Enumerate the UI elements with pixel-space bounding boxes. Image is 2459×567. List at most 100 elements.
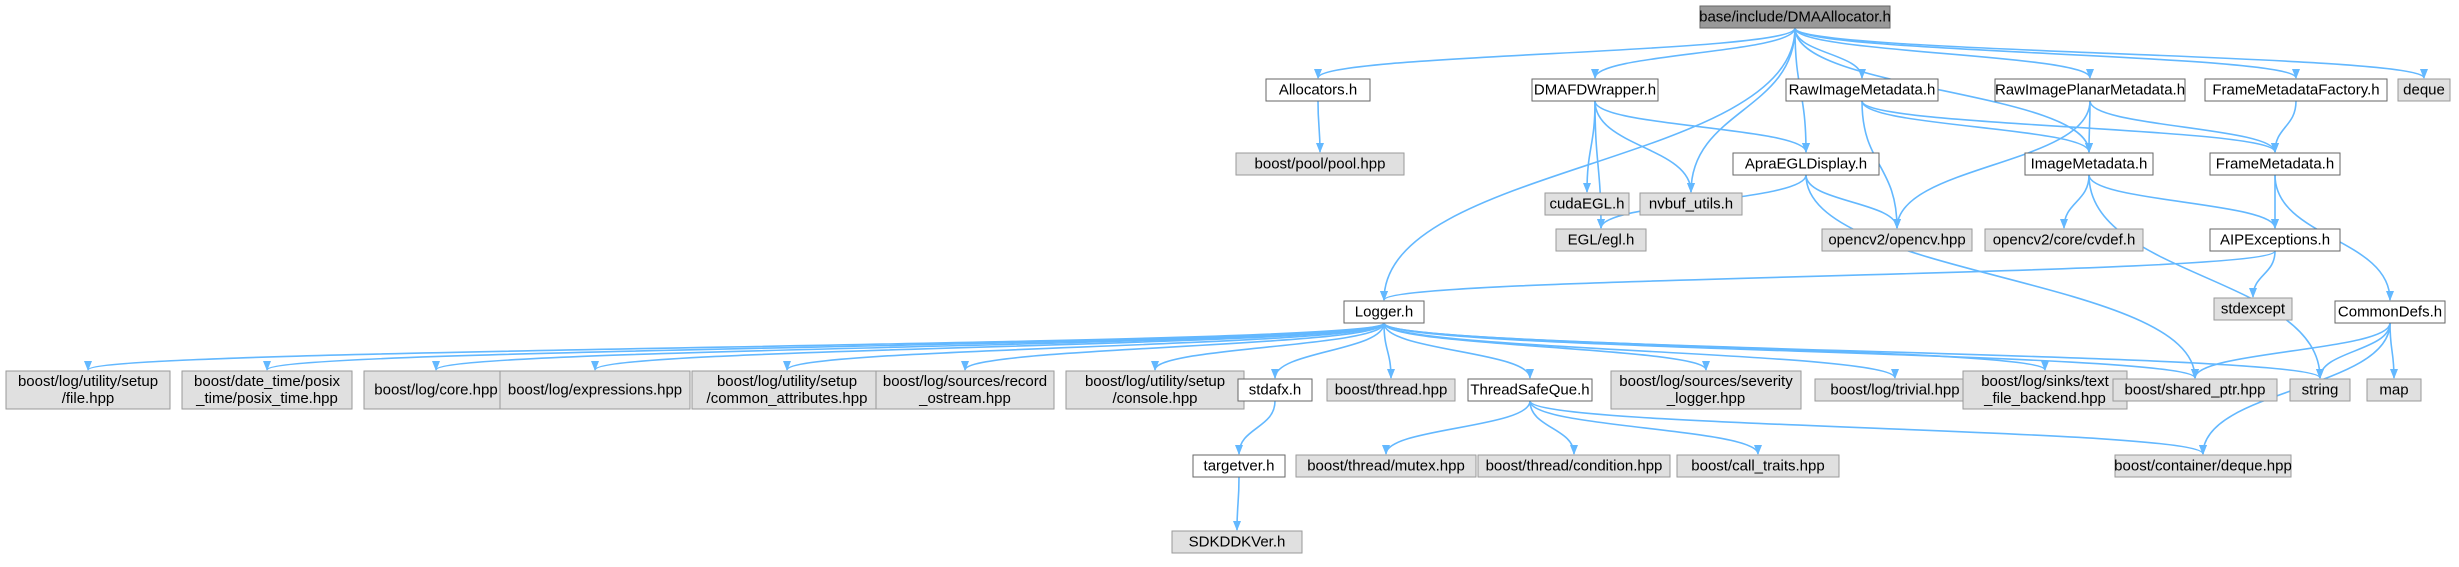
edge-logger-to-b_shared [1383,322,2199,379]
node-label-frmeta: FrameMetadata.h [2216,156,2334,173]
node-box-b_cdeque [2114,454,2292,478]
edge-targetver-to-sdkddk [1233,476,1242,531]
node-label-nvbuf: nvbuf_utils.h [1649,196,1733,213]
edge-logger-to-string [1383,322,2324,379]
edge-commondefs-to-map [2389,322,2398,379]
node-label-b_core: boost/log/core.hpp [374,382,497,399]
edge-stdafx-to-targetver [1235,400,1276,455]
node-box-allocators [1265,78,1371,102]
node-box-aipexc [2209,228,2341,252]
node-b_textfile: boost/log/sinks/text_file_backend.hpp [1962,370,2128,410]
edge-imgmeta-to-cvdef [2060,174,2090,229]
node-label-tsque: ThreadSafeQue.h [1470,382,1589,399]
node-rawplanar[interactable]: RawImagePlanarMetadata.h [1994,78,2186,102]
node-label-deque: deque [2403,82,2445,99]
node-box-nvbuf [1639,192,1743,216]
edge-commondefs-to-string [2316,322,2391,379]
node-stdafx[interactable]: stdafx.h [1237,378,1313,402]
edge-root-to-nvbuf [1687,27,1796,193]
node-label-frfactory: FrameMetadataFactory.h [2212,82,2379,99]
node-label-b_common: boost/log/utility/setup [717,373,857,390]
edge-root-to-rawplanar [1794,27,2094,79]
node-box-b_calltraits [1676,454,1840,478]
node-label-commondefs: CommonDefs.h [2338,304,2442,321]
node-b_trivial: boost/log/trivial.hpp [1814,378,1976,402]
node-egl: EGL/egl.h [1555,228,1647,252]
edge-logger-to-b_thread [1383,322,1395,379]
node-box-cvdef [1984,228,2144,252]
node-label-rawplanar: RawImagePlanarMetadata.h [1995,82,2185,99]
edge-imgmeta-to-aipexc [2088,174,2279,229]
node-map: map [2366,378,2422,402]
node-label-b_setup_file: boost/log/utility/setup [18,373,158,390]
node-box-b_cond [1477,454,1671,478]
node-box-stdafx [1237,378,1313,402]
edge-logger-to-b_expr [591,322,1385,371]
node-frmeta[interactable]: FrameMetadata.h [2209,152,2341,176]
node-box-egl [1555,228,1647,252]
node-label-b_setup_file: /file.hpp [62,390,115,407]
node-commondefs[interactable]: CommonDefs.h [2334,300,2446,324]
node-box-b_mutex [1295,454,1477,478]
node-box-b_setup_file [5,370,171,410]
node-stdexcept: stdexcept [2213,297,2293,321]
node-opencv: opencv2/opencv.hpp [1821,228,1973,252]
node-cudaegl: cudaEGL.h [1544,192,1630,216]
edge-root-to-deque [1794,27,2428,79]
node-label-b_expr: boost/log/expressions.hpp [508,382,682,399]
edge-tsque-to-b_cond [1529,400,1578,455]
edge-commondefs-to-b_shared [2191,322,2391,379]
node-label-b_shared: boost/shared_ptr.hpp [2125,382,2266,399]
node-rawimg[interactable]: RawImageMetadata.h [1785,78,1939,102]
edge-apraegl-to-opencv [1805,174,1901,229]
node-root[interactable]: base/include/DMAAllocator.h [1699,5,1891,29]
node-box-rawplanar [1994,78,2186,102]
node-b_core: boost/log/core.hpp [363,370,509,410]
edge-logger-to-b_posix [263,322,1385,371]
node-label-map: map [2379,382,2408,399]
edge-tsque-to-b_mutex [1382,400,1531,455]
node-targetver[interactable]: targetver.h [1192,454,1286,478]
node-label-stdafx: stdafx.h [1249,382,1302,399]
edge-rawplanar-to-frmeta [2089,100,2279,153]
node-b_setup_file: boost/log/utility/setup/file.hpp [5,370,171,410]
node-label-string: string [2302,382,2339,399]
node-label-imgmeta: ImageMetadata.h [2031,156,2148,173]
edge-root-to-frfactory [1794,27,2300,79]
node-imgmeta[interactable]: ImageMetadata.h [2024,152,2154,176]
node-label-dmafd: DMAFDWrapper.h [1534,82,1656,99]
node-string: string [2289,378,2351,402]
node-box-targetver [1192,454,1286,478]
node-dmafd[interactable]: DMAFDWrapper.h [1531,78,1659,102]
node-box-b_record [875,370,1055,410]
edge-logger-to-b_trivial [1383,322,1899,379]
node-label-b_cdeque: boost/container/deque.hpp [2114,458,2292,475]
node-frfactory[interactable]: FrameMetadataFactory.h [2204,78,2388,102]
node-box-imgmeta [2024,152,2154,176]
edge-tsque-to-b_calltraits [1529,400,1762,455]
node-box-deque [2397,78,2451,102]
node-b_cond: boost/thread/condition.hpp [1477,454,1671,478]
node-label-b_record: _ostream.hpp [918,390,1011,407]
node-b_record: boost/log/sources/record_ostream.hpp [875,370,1055,410]
node-label-b_severity: boost/log/sources/severity [1619,373,1793,390]
edge-dmafd-to-cudaegl [1583,100,1596,193]
node-allocators[interactable]: Allocators.h [1265,78,1371,102]
node-label-sdkddk: SDKDDKVer.h [1189,534,1286,551]
node-box-opencv [1821,228,1973,252]
edge-logger-to-b_core [432,322,1385,371]
node-b_common: boost/log/utility/setup/common_attribute… [691,370,883,410]
node-label-b_console: /console.hpp [1112,390,1197,407]
node-aipexc[interactable]: AIPExceptions.h [2209,228,2341,252]
node-sdkddk: SDKDDKVer.h [1171,530,1303,554]
node-box-pool [1235,152,1405,176]
node-box-b_expr [499,370,691,410]
node-tsque[interactable]: ThreadSafeQue.h [1467,378,1593,402]
node-logger[interactable]: Logger.h [1343,300,1425,324]
edge-apraegl-to-b_shared [1805,174,2199,379]
node-apraegl[interactable]: ApraEGLDisplay.h [1732,152,1880,176]
node-b_shared: boost/shared_ptr.hpp [2112,378,2278,402]
node-label-egl: EGL/egl.h [1568,232,1635,249]
node-box-frmeta [2209,152,2341,176]
